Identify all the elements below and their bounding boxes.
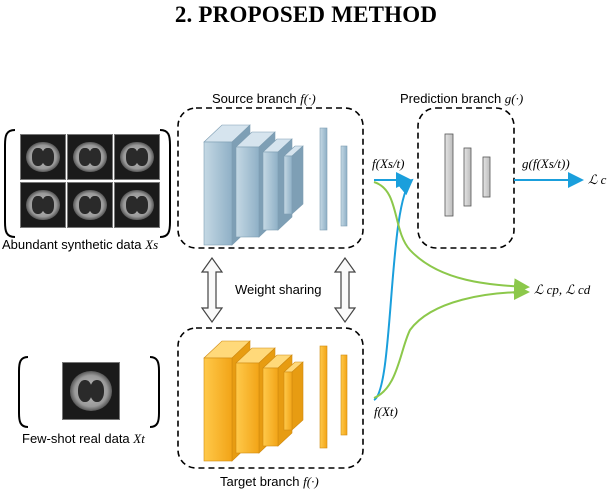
synthetic-ct-image <box>20 182 66 228</box>
source-to-loss-arrow <box>373 181 530 295</box>
prediction-branch-box <box>417 107 515 249</box>
synthetic-bracket-left <box>4 129 16 238</box>
target-cnn-blocks <box>203 340 348 462</box>
real-ct-image <box>62 362 120 420</box>
synthetic-bracket-right <box>159 129 171 238</box>
synthetic-ct-image <box>114 182 160 228</box>
synthetic-ct-image <box>114 134 160 180</box>
weight-sharing-arrow-right <box>333 256 357 324</box>
synthetic-ct-image <box>20 134 66 180</box>
source-branch-label: Source branch f(·) <box>212 91 316 106</box>
target-branch-box <box>177 327 364 469</box>
synthetic-ct-image <box>67 134 113 180</box>
real-data-label: Few-shot real data Xt <box>22 431 145 446</box>
source-cnn-blocks <box>203 124 348 246</box>
consistency-loss-label: ℒ cp, ℒ cd <box>534 282 591 297</box>
prediction-blocks <box>444 133 491 217</box>
classification-loss-label: ℒ c <box>588 172 607 187</box>
section-heading: 2. PROPOSED METHOD <box>174 2 438 27</box>
synthetic-data-label: Abundant synthetic data Xs <box>2 237 159 252</box>
real-bracket-left <box>18 356 29 428</box>
target-to-prediction-arrow <box>373 178 414 401</box>
source-branch-box <box>177 107 364 249</box>
weight-sharing-arrow-left <box>200 256 224 324</box>
prediction-output-label: g(f(Xs/t)) <box>522 156 570 171</box>
source-feature-label: f(Xs/t) <box>372 156 405 171</box>
synthetic-ct-image <box>67 182 113 228</box>
target-feature-label: f(Xt) <box>374 404 398 419</box>
target-branch-label: Target branch f(·) <box>220 474 319 489</box>
weight-sharing-label: Weight sharing <box>235 282 322 297</box>
real-bracket-right <box>149 356 160 428</box>
target-to-loss-arrow <box>373 284 530 399</box>
prediction-branch-label: Prediction branch g(·) <box>400 91 524 106</box>
